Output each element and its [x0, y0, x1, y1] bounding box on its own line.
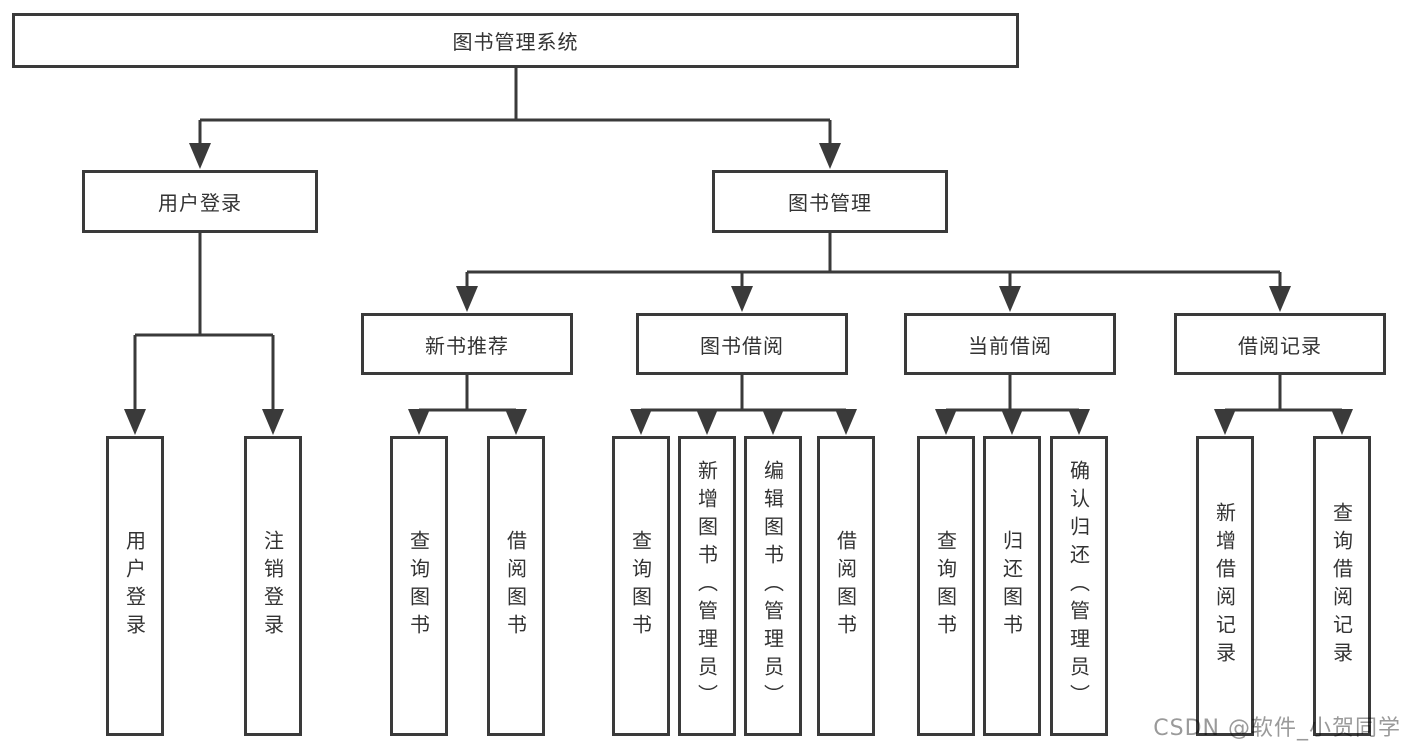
node-label: 用户登录	[122, 530, 147, 642]
node-label: 图书管理	[788, 191, 872, 215]
node-borrow-books-recommend: 借阅图书	[487, 436, 545, 736]
node-book-management-branch: 图书管理	[712, 170, 948, 233]
node-label: 查询图书	[933, 530, 958, 642]
node-new-book-recommendation: 新书推荐	[361, 313, 573, 375]
node-label: 确认归还（管理员）	[1066, 460, 1091, 712]
node-query-borrow-record: 查询借阅记录	[1313, 436, 1371, 736]
node-label: 新增借阅记录	[1212, 502, 1237, 670]
node-borrowing-records: 借阅记录	[1174, 313, 1386, 375]
node-label: 借阅图书	[503, 530, 528, 642]
node-label: 图书管理系统	[452, 30, 579, 54]
node-edit-book-admin: 编辑图书（管理员）	[744, 436, 802, 736]
node-current-borrowing: 当前借阅	[904, 313, 1116, 375]
node-label: 用户登录	[158, 191, 242, 215]
node-label: 查询图书	[406, 530, 431, 642]
node-label: 借阅图书	[833, 530, 858, 642]
node-user-login: 用户登录	[106, 436, 164, 736]
node-label: 图书借阅	[700, 333, 784, 358]
node-add-borrow-record: 新增借阅记录	[1196, 436, 1254, 736]
node-query-books-recommend: 查询图书	[390, 436, 448, 736]
node-label: 注销登录	[260, 530, 285, 642]
node-book-borrowing: 图书借阅	[636, 313, 848, 375]
arrowheads	[124, 143, 1353, 435]
node-label: 归还图书	[999, 530, 1024, 642]
node-label: 新增图书（管理员）	[694, 460, 719, 712]
node-label: 编辑图书（管理员）	[760, 460, 785, 712]
node-borrow-books: 借阅图书	[817, 436, 875, 736]
node-user-login-branch: 用户登录	[82, 170, 318, 233]
node-label: 查询借阅记录	[1329, 502, 1354, 670]
node-query-books-current: 查询图书	[917, 436, 975, 736]
node-query-books-borrow: 查询图书	[612, 436, 670, 736]
node-logout: 注销登录	[244, 436, 302, 736]
node-confirm-return-admin: 确认归还（管理员）	[1050, 436, 1108, 736]
node-add-book-admin: 新增图书（管理员）	[678, 436, 736, 736]
node-label: 查询图书	[628, 530, 653, 642]
node-label: 新书推荐	[425, 333, 509, 358]
node-label: 借阅记录	[1238, 333, 1322, 358]
node-label: 当前借阅	[968, 333, 1052, 358]
node-return-book: 归还图书	[983, 436, 1041, 736]
node-library-system: 图书管理系统	[12, 13, 1019, 68]
